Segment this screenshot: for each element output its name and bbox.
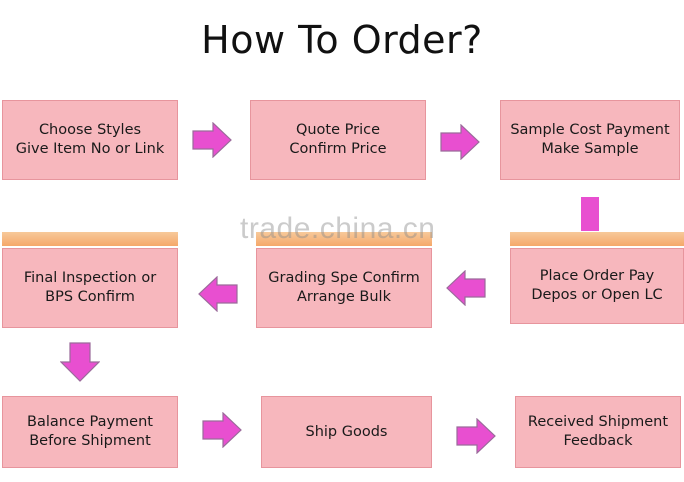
step-line: Before Shipment — [29, 433, 151, 449]
step-quote-price: Quote Price Confirm Price — [250, 100, 426, 180]
header-bar-middle — [256, 232, 432, 246]
arrow-right-icon — [456, 418, 496, 454]
step-final-inspection: Final Inspection or BPS Confirm — [2, 248, 178, 328]
step-place-order: Place Order Pay Depos or Open LC — [510, 248, 684, 324]
header-bar-left — [2, 232, 178, 246]
step-ship-goods: Ship Goods — [261, 396, 432, 468]
step-line: Grading Spe Confirm — [268, 270, 420, 286]
arrow-left-icon — [446, 270, 486, 306]
step-line: Quote Price — [295, 122, 381, 138]
header-bar-right — [510, 232, 684, 246]
step-line: Feedback — [563, 433, 633, 449]
page-title: How To Order? — [201, 18, 483, 62]
step-line: Place Order Pay — [539, 268, 655, 284]
step-line: Received Shipment — [527, 414, 669, 430]
step-sample-cost: Sample Cost Payment Make Sample — [500, 100, 680, 180]
arrow-down-icon — [60, 342, 100, 382]
step-grading-spe: Grading Spe Confirm Arrange Bulk — [256, 248, 432, 328]
arrow-down-icon — [581, 197, 599, 231]
arrow-left-icon — [198, 276, 238, 312]
watermark-text: trade.china.cn — [240, 212, 436, 245]
step-line: Sample Cost Payment — [510, 122, 670, 138]
step-line: Final Inspection or — [23, 270, 157, 286]
step-line: Make Sample — [541, 141, 639, 157]
arrow-right-icon — [192, 122, 232, 158]
step-received-shipment: Received Shipment Feedback — [515, 396, 681, 468]
step-line: Balance Payment — [27, 414, 153, 430]
arrow-right-icon — [440, 124, 480, 160]
step-balance-payment: Balance Payment Before Shipment — [2, 396, 178, 468]
arrow-right-icon — [202, 412, 242, 448]
step-choose-styles: Choose Styles Give Item No or Link — [2, 100, 178, 180]
step-line: BPS Confirm — [45, 289, 135, 305]
step-line: Confirm Price — [289, 141, 387, 157]
step-line: Arrange Bulk — [297, 289, 391, 305]
step-line: Ship Goods — [305, 423, 388, 440]
step-line: Give Item No or Link — [15, 141, 165, 157]
step-line: Depos or Open LC — [531, 287, 663, 303]
step-line: Choose Styles — [38, 122, 142, 138]
